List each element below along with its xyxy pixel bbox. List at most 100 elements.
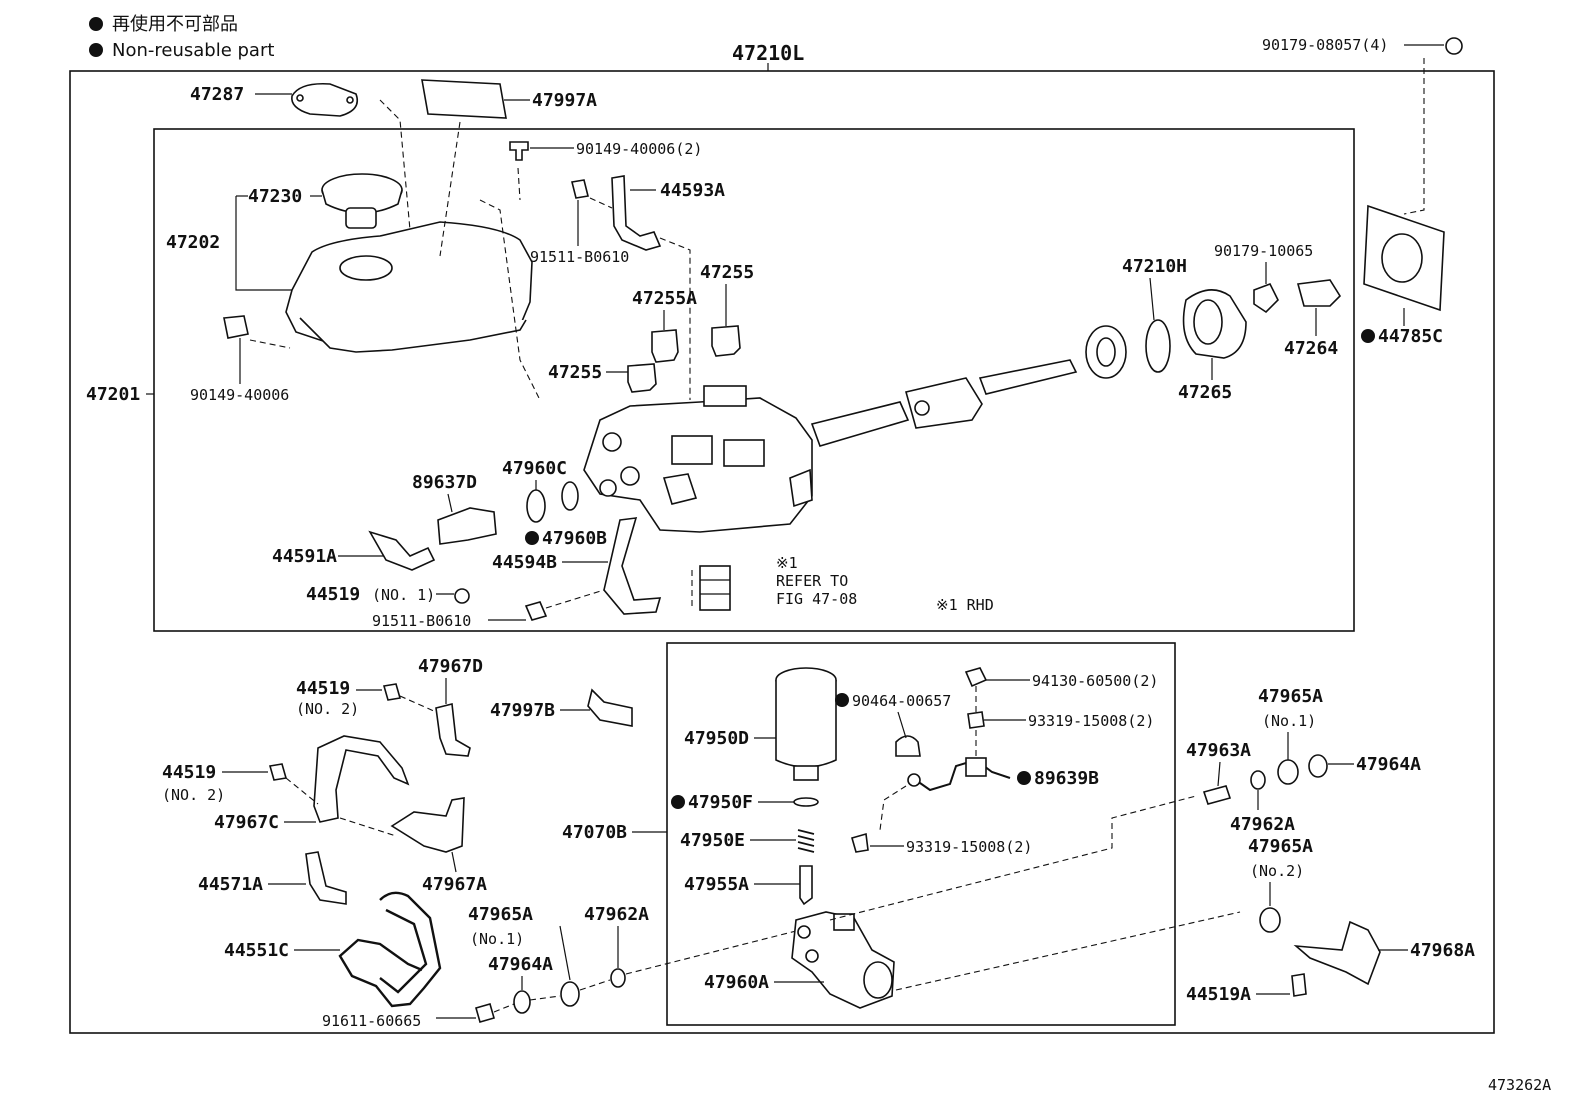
label-93319-15008-lower: 93319-15008(2) — [906, 838, 1032, 856]
hose-44571A — [305, 851, 347, 905]
label-47950D: 47950D — [684, 728, 749, 749]
label-91511-B0610-top: 91511-B0610 — [530, 248, 629, 266]
legend-bullet-en — [89, 43, 103, 57]
label-44593A: 44593A — [660, 180, 725, 201]
label-47967D: 47967D — [418, 656, 483, 677]
pump-assembly-frame — [666, 642, 1176, 1026]
collar-47962A-lower — [610, 968, 626, 988]
bolt-44519-no1 — [454, 588, 470, 604]
bolt-91511-B0610-top — [571, 179, 589, 199]
bolt-93319-15008-upper — [967, 711, 985, 729]
sensor-89637D — [437, 507, 497, 545]
nut-94130-60500 — [964, 667, 988, 688]
bracket-44591A — [368, 530, 436, 571]
bolt-44519-no2-lower — [268, 763, 288, 781]
label-44519-no2-upper-tag: (NO. 2) — [296, 700, 359, 718]
label-47955A: 47955A — [684, 874, 749, 895]
label-47202: 47202 — [166, 232, 220, 253]
bolt-91511-B0610-lower — [524, 601, 548, 621]
label-47965A-no2-tag: (No.2) — [1250, 862, 1304, 880]
label-44519-no2-lower-tag: (NO. 2) — [162, 786, 225, 804]
label-47965A-no1-upper-tag: (No.1) — [1262, 712, 1316, 730]
label-47965A-no2: 47965A — [1248, 836, 1313, 857]
cap-47964A-upper — [1308, 754, 1328, 778]
legend-bullet-jp — [89, 17, 103, 31]
label-47264: 47264 — [1284, 338, 1338, 359]
label-47964A-upper: 47964A — [1356, 754, 1421, 775]
outer-frame — [69, 70, 1495, 1034]
label-44594B: 44594B — [492, 552, 557, 573]
motor-47950D — [775, 680, 837, 768]
screw-90149-40006-2 — [509, 141, 529, 161]
clamp-90464-00657 — [895, 735, 921, 757]
pad-47997B — [587, 688, 633, 727]
nonreusable-marker-47950F — [671, 795, 685, 809]
label-91611-60665: 91611-60665 — [322, 1012, 421, 1030]
grommet-47965A-no1-lower — [560, 981, 580, 1007]
screw-90149-40006 — [223, 315, 249, 339]
label-44551C: 44551C — [224, 940, 289, 961]
label-47255-right: 47255 — [700, 262, 754, 283]
bracket-47967D — [435, 703, 471, 757]
bolt-91611-60665 — [475, 1003, 495, 1023]
label-47963A: 47963A — [1186, 740, 1251, 761]
harness-89639B — [909, 758, 1011, 792]
label-90179-10065: 90179-10065 — [1214, 242, 1313, 260]
pin-47955A — [799, 865, 813, 906]
label-47967C: 47967C — [214, 812, 279, 833]
label-89639B: 89639B — [1034, 768, 1099, 789]
label-47960B: 47960B — [542, 528, 607, 549]
gasket-47287 — [291, 82, 359, 117]
legend-jp: 再使用不可部品 — [112, 14, 238, 35]
bolt-44519-no2-upper — [382, 683, 402, 701]
label-47287: 47287 — [190, 84, 244, 105]
label-47962A-upper: 47962A — [1230, 814, 1295, 835]
label-90464-00657: 90464-00657 — [852, 692, 951, 710]
figure-id: 473262A — [1488, 1076, 1551, 1094]
label-47070B: 47070B — [562, 822, 627, 843]
washer-47960C — [526, 489, 546, 523]
cap-47964A-lower — [513, 990, 531, 1014]
label-47960C: 47960C — [502, 458, 567, 479]
label-47950E: 47950E — [680, 830, 745, 851]
label-47255A: 47255A — [632, 288, 697, 309]
label-90149-40006: 90149-40006 — [190, 386, 289, 404]
nonreusable-marker-44785C — [1361, 329, 1375, 343]
bracket-47967C — [313, 735, 410, 823]
refer-fig: FIG 47-08 — [776, 590, 857, 608]
plug-47255-right — [711, 325, 741, 357]
label-47965A-no1-lower-tag: (No.1) — [470, 930, 524, 948]
piston-sleeve — [905, 377, 983, 429]
label-47965A-no1-lower: 47965A — [468, 904, 533, 925]
label-47965A-no1-upper: 47965A — [1258, 686, 1323, 707]
label-44519A: 44519A — [1186, 984, 1251, 1005]
plate-47997A — [421, 79, 507, 119]
plug-47255A — [651, 329, 679, 363]
label-47964A-lower: 47964A — [488, 954, 553, 975]
connector-block — [699, 565, 731, 611]
label-44519-no1-tag: (NO. 1) — [372, 586, 435, 604]
bracket-47968A — [1293, 920, 1381, 986]
label-94130-60500: 94130-60500(2) — [1032, 672, 1158, 690]
label-44519-no2-lower: 44519 — [162, 762, 216, 783]
refer-text: REFER TO — [776, 572, 848, 590]
label-44519-no1: 44519 — [306, 584, 360, 605]
label-47962A-lower: 47962A — [584, 904, 649, 925]
grommet-47965A-no1-upper — [1277, 759, 1299, 785]
collar-47962A-upper — [1250, 770, 1266, 790]
push-rod — [978, 359, 1078, 395]
label-47210H: 47210H — [1122, 256, 1187, 277]
label-89637D: 89637D — [412, 472, 477, 493]
bracket-44593A — [611, 175, 662, 251]
nonreusable-marker-47960B — [525, 531, 539, 545]
label-47265: 47265 — [1178, 382, 1232, 403]
label-90149-40006-2: 90149-40006(2) — [576, 140, 702, 158]
label-47255-left: 47255 — [548, 362, 602, 383]
bracket-47967A — [390, 797, 465, 853]
nonreusable-marker-89639B — [1017, 771, 1031, 785]
plug-47255-left — [627, 363, 657, 393]
label-47230: 47230 — [248, 186, 302, 207]
label-90179-08057: 90179-08057(4) — [1262, 36, 1388, 54]
pipe-44551C — [338, 891, 442, 1008]
